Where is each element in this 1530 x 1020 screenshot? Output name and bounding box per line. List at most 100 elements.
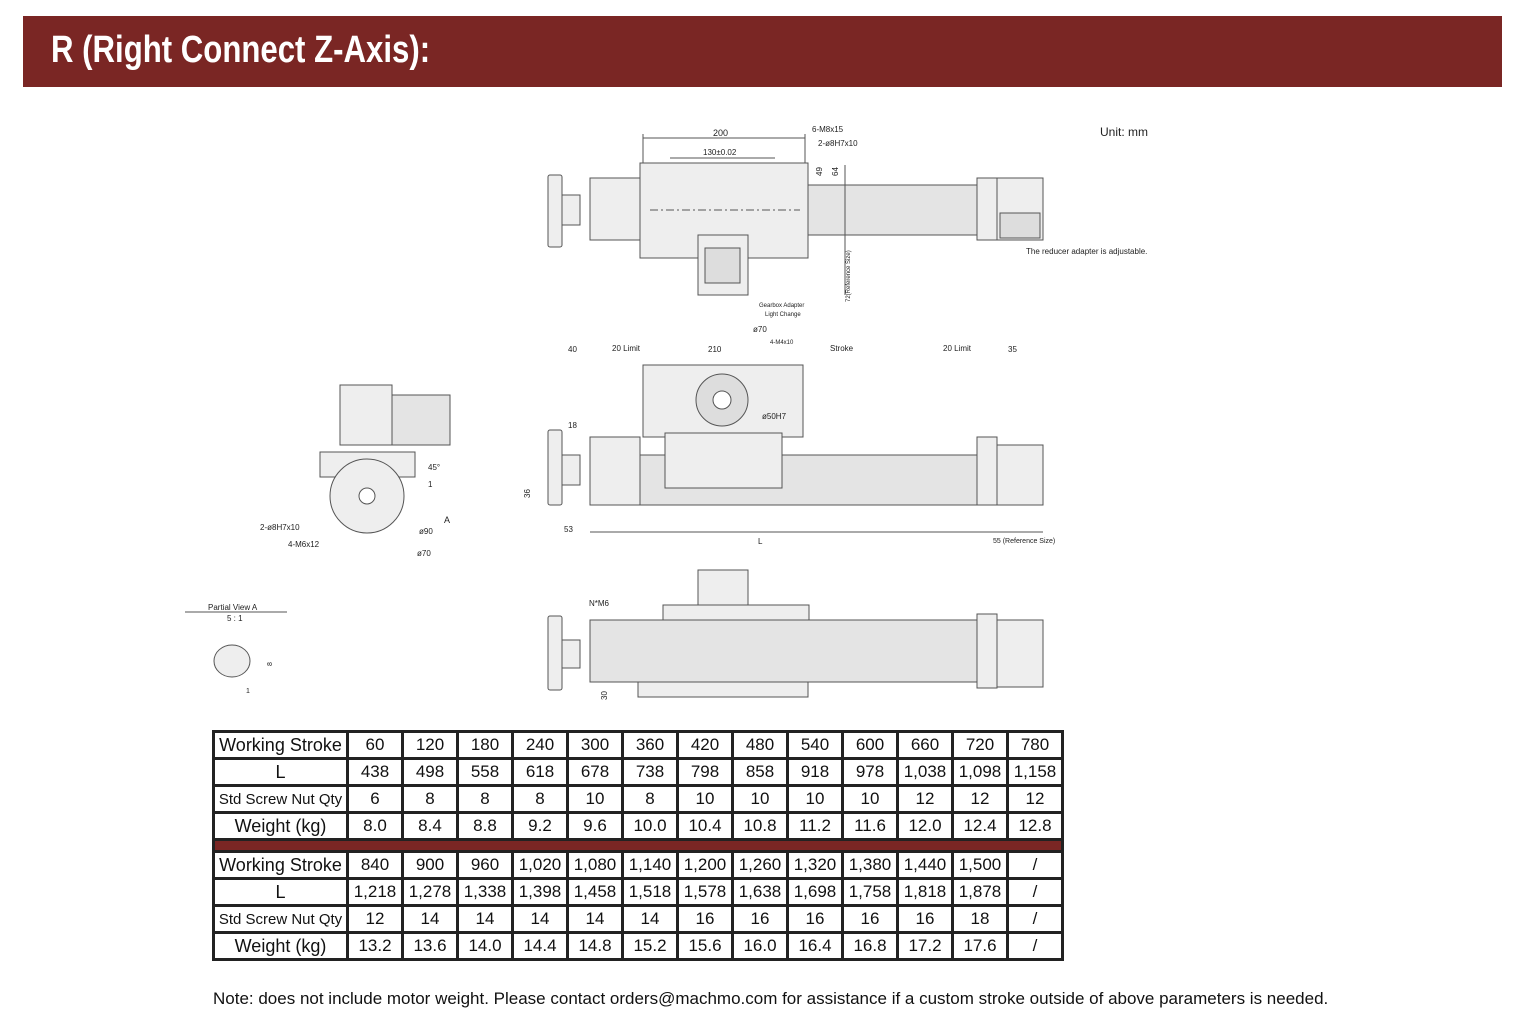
table-cell: 10.0	[621, 811, 679, 841]
dimension-label: 2-ø8H7x10	[818, 139, 858, 148]
table-cell: 738	[621, 757, 679, 787]
table-cell: 1,398	[511, 877, 569, 907]
table-cell: 900	[401, 850, 459, 880]
table-cell: 1,260	[731, 850, 789, 880]
table-cell: 17.6	[951, 931, 1009, 961]
front-view: 40 20 Limit 210 ø70 4-M4x10 Stroke 20 Li…	[523, 325, 1055, 546]
dimension-label: 5 : 1	[227, 614, 243, 623]
dimension-label: Light Change	[765, 312, 801, 318]
dimension-label: ø90	[419, 527, 433, 536]
table-cell: 12.0	[896, 811, 954, 841]
dimension-label: 4-M6x12	[288, 540, 320, 549]
table-cell: 14	[401, 904, 459, 934]
table-cell: 1,020	[511, 850, 569, 880]
table-cell: 8	[621, 784, 679, 814]
table-cell: 12	[346, 904, 404, 934]
dimension-label: 36	[523, 489, 532, 498]
table-cell: 600	[841, 730, 899, 760]
table-cell: 1,038	[896, 757, 954, 787]
dimension-label: 6-M8x15	[812, 125, 844, 134]
table-cell: 14.0	[456, 931, 514, 961]
table-cell: 14	[566, 904, 624, 934]
table-cell: 9.2	[511, 811, 569, 841]
table-cell: 1,578	[676, 877, 734, 907]
dimension-label: 53	[564, 525, 573, 534]
table-cell: 12	[951, 784, 1009, 814]
table-cell: 14	[511, 904, 569, 934]
table-cell: 17.2	[896, 931, 954, 961]
table-cell: 16	[731, 904, 789, 934]
dimension-label: Partial View A	[208, 603, 258, 612]
table-cell: 15.6	[676, 931, 734, 961]
table-cell: 1,758	[841, 877, 899, 907]
table-cell: /	[1006, 931, 1064, 961]
row-header: Weight (kg)	[212, 811, 349, 841]
dimension-label: 18	[568, 421, 577, 430]
table-cell: 1,200	[676, 850, 734, 880]
dimension-label: 20 Limit	[943, 344, 972, 353]
table-cell: 16.0	[731, 931, 789, 961]
dimension-label: A	[444, 515, 450, 525]
table-cell: 678	[566, 757, 624, 787]
table-cell: 798	[676, 757, 734, 787]
table-cell: 14.8	[566, 931, 624, 961]
dimension-label: Gearbox Adapter	[759, 303, 804, 309]
table-cell: 10	[731, 784, 789, 814]
dimension-label: 130±0.02	[703, 148, 737, 157]
table-cell: 15.2	[621, 931, 679, 961]
table-cell: 360	[621, 730, 679, 760]
table-cell: 14	[456, 904, 514, 934]
table-cell: 12.8	[1006, 811, 1064, 841]
table-cell: 8.8	[456, 811, 514, 841]
partial-view-a: Partial View A 5 : 1 8 1	[185, 603, 287, 695]
dimension-label: 45°	[428, 463, 440, 472]
table-cell: 10	[786, 784, 844, 814]
bottom-view: N*M6 30	[547, 569, 1044, 700]
table-cell: 8	[511, 784, 569, 814]
table-cell: 1,440	[896, 850, 954, 880]
table-cell: 10	[676, 784, 734, 814]
table-cell: 780	[1006, 730, 1064, 760]
table-cell: 12.4	[951, 811, 1009, 841]
table-cell: 8	[401, 784, 459, 814]
dimension-label: 4-M4x10	[770, 340, 794, 346]
row-header: L	[212, 877, 349, 907]
table-cell: 1,380	[841, 850, 899, 880]
dimension-label: ø70	[417, 549, 431, 558]
top-view: 200 130±0.02 6-M8x15 2-ø8H7x10 49 64 72(…	[547, 125, 1147, 318]
footnote: Note: does not include motor weight. Ple…	[213, 989, 1329, 1008]
block-separator	[213, 838, 1063, 853]
table-cell: 120	[401, 730, 459, 760]
dimension-label: ø50H7	[762, 412, 787, 421]
dimension-label: 1	[428, 480, 433, 489]
table-cell: 1,080	[566, 850, 624, 880]
table-cell: 10.4	[676, 811, 734, 841]
table-cell: 8.0	[346, 811, 404, 841]
header-banner: R (Right Connect Z-Axis):	[23, 16, 1502, 87]
table-cell: 11.6	[841, 811, 899, 841]
dimension-label: N*M6	[589, 599, 610, 608]
table-cell: 16	[896, 904, 954, 934]
table-cell: 60	[346, 730, 404, 760]
table-cell: 558	[456, 757, 514, 787]
technical-drawing: Unit: mm 200 130±0.02 6-M8x15 2-ø8H7x10 …	[185, 125, 1148, 700]
table-cell: 240	[511, 730, 569, 760]
table-cell: 9.6	[566, 811, 624, 841]
dimension-label: 1	[246, 688, 250, 695]
table-cell: 13.6	[401, 931, 459, 961]
table-cell: 13.2	[346, 931, 404, 961]
table-cell: 1,878	[951, 877, 1009, 907]
table-cell: 12	[896, 784, 954, 814]
dimension-label: 8	[267, 662, 274, 666]
table-cell: /	[1006, 850, 1064, 880]
dimension-label: 49	[815, 167, 824, 176]
table-cell: 10	[841, 784, 899, 814]
table-cell: 8	[456, 784, 514, 814]
table-cell: 1,338	[456, 877, 514, 907]
